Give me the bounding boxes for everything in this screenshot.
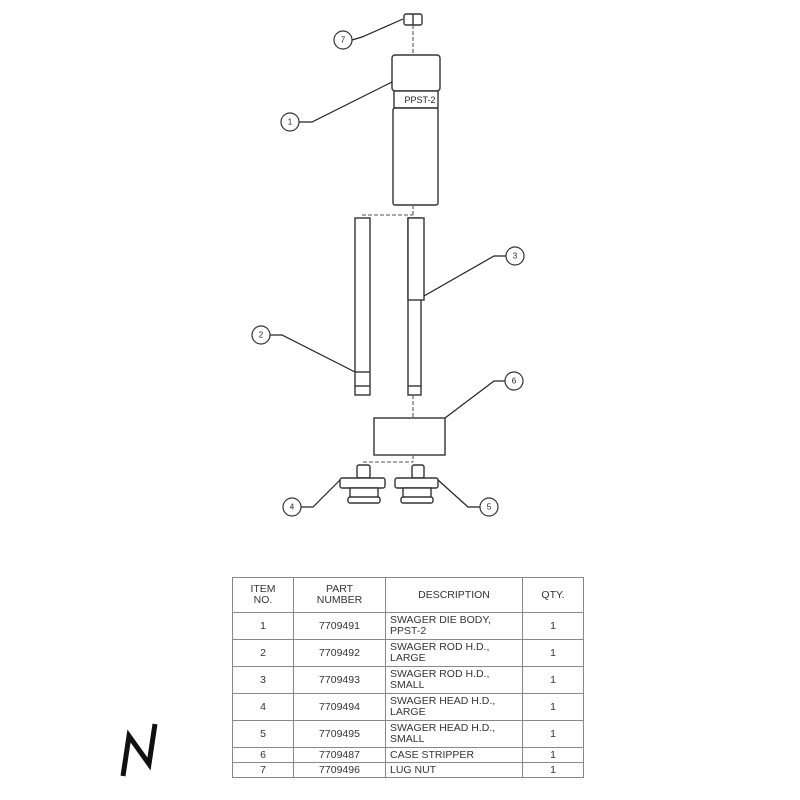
description-line: SWAGER DIE BODY,: [390, 614, 491, 626]
qty: 1: [522, 666, 584, 694]
description: SWAGER DIE BODY,PPST-2: [385, 612, 523, 640]
description-line: SWAGER ROD H.D.,: [390, 668, 490, 680]
item-no: 4: [232, 693, 294, 721]
part-case-stripper: [373, 417, 446, 456]
part-swager-rod-small: [407, 217, 425, 396]
header-part-number: NUMBER: [316, 594, 363, 606]
description: SWAGER HEAD H.D.,LARGE: [385, 693, 523, 721]
part-swager-head-large: [339, 464, 386, 504]
part-swager-die-body: PPST-2: [391, 54, 441, 206]
description-line: PPST-2: [390, 625, 427, 637]
svg-text:3: 3: [513, 252, 518, 261]
part-number: 7709494: [293, 693, 386, 721]
balloon-6: 6: [504, 371, 524, 391]
svg-text:1: 1: [288, 118, 293, 127]
part-number: 7709487: [293, 747, 386, 763]
description: SWAGER HEAD H.D.,SMALL: [385, 720, 523, 748]
part-lug-nut: [403, 13, 423, 26]
qty: 1: [522, 747, 584, 763]
item-no: 7: [232, 762, 294, 778]
part-number: 7709491: [293, 612, 386, 640]
balloon-2: 2: [251, 325, 271, 345]
description-line: LUG NUT: [390, 763, 437, 776]
item-no: 2: [232, 639, 294, 667]
description-line: SWAGER HEAD H.D.,: [390, 695, 496, 707]
svg-text:5: 5: [487, 503, 492, 512]
description: CASE STRIPPER: [385, 747, 523, 763]
description: SWAGER ROD H.D.,SMALL: [385, 666, 523, 694]
description-line: SWAGER HEAD H.D.,: [390, 722, 496, 734]
description-line: SWAGER ROD H.D.,: [390, 641, 490, 653]
description-line: SMALL: [390, 679, 425, 691]
part-swager-head-small: [394, 464, 439, 504]
description: SWAGER ROD H.D.,LARGE: [385, 639, 523, 667]
description-line: LARGE: [390, 706, 426, 718]
header-part: PART: [325, 583, 354, 595]
part-number: 7709493: [293, 666, 386, 694]
item-no: 6: [232, 747, 294, 763]
description-line: SMALL: [390, 733, 425, 745]
header-item: ITEM: [250, 583, 276, 595]
item-no: 1: [232, 612, 294, 640]
header-item-no: NO.: [253, 594, 273, 606]
part-number: 7709496: [293, 762, 386, 778]
qty: 1: [522, 693, 584, 721]
brand-logo: [120, 723, 158, 777]
balloon-5: 5: [479, 497, 499, 517]
balloon-3: 3: [505, 246, 525, 266]
balloon-4: 4: [282, 497, 302, 517]
svg-text:7: 7: [341, 36, 346, 45]
part-number: 7709495: [293, 720, 386, 748]
balloon-1: 1: [280, 112, 300, 132]
exploded-parts-diagram: PPST-2 7 1 3 2 6 4 5: [251, 13, 525, 517]
description-line: CASE STRIPPER: [390, 748, 475, 761]
svg-text:2: 2: [259, 331, 264, 340]
description-line: LARGE: [390, 652, 426, 664]
qty: 1: [522, 762, 584, 778]
part-swager-rod-large: [354, 217, 371, 396]
header-description: DESCRIPTION: [385, 577, 523, 613]
die-marking: PPST-2: [404, 95, 435, 105]
svg-text:4: 4: [290, 503, 295, 512]
item-no: 3: [232, 666, 294, 694]
balloon-7: 7: [333, 30, 353, 50]
svg-text:6: 6: [512, 377, 517, 386]
item-no: 5: [232, 720, 294, 748]
qty: 1: [522, 612, 584, 640]
qty: 1: [522, 720, 584, 748]
part-number: 7709492: [293, 639, 386, 667]
qty: 1: [522, 639, 584, 667]
description: LUG NUT: [385, 762, 523, 778]
header-qty: QTY.: [522, 577, 584, 613]
